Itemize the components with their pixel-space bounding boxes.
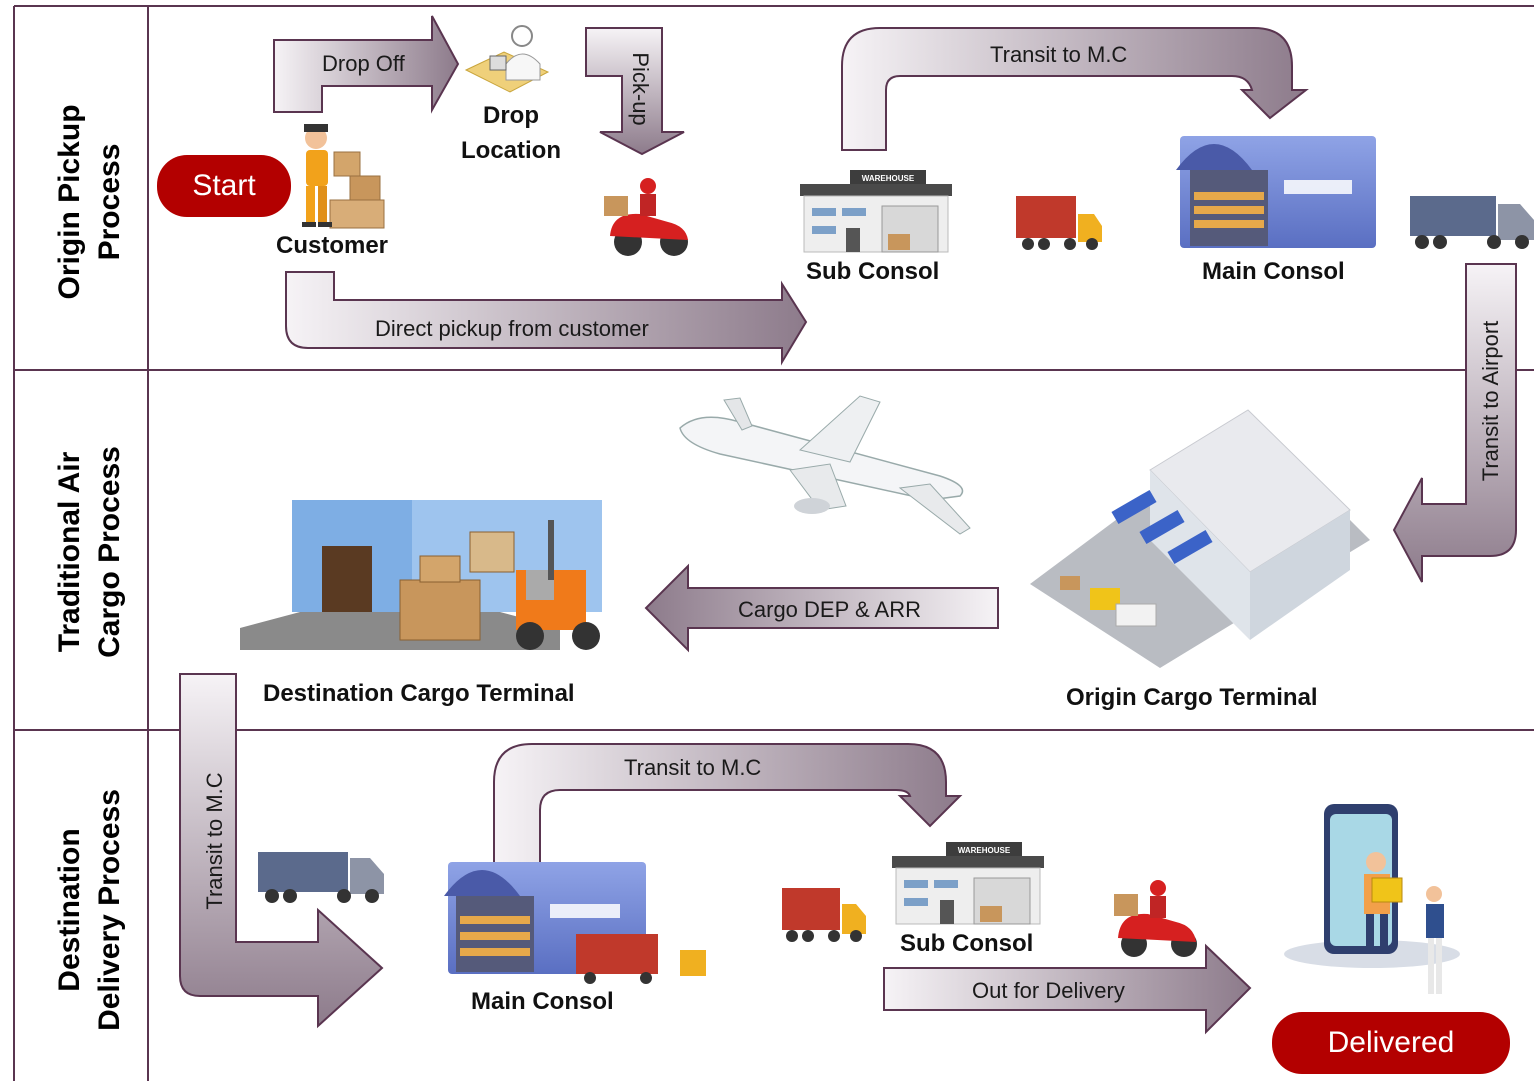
cargo-dep-arr-arrow <box>644 563 999 653</box>
warehouse-sign-text: WAREHOUSE <box>958 846 1011 855</box>
out-for-delivery-arrow-label: Out for Delivery <box>972 978 1125 1003</box>
lane-title-destination: Destination Delivery Process <box>50 730 130 1090</box>
lane-title-origin-line1: Origin Pickup <box>53 104 86 300</box>
lane-title-air: Traditional Air Cargo Process <box>50 372 130 732</box>
customer-label: Customer <box>276 232 389 259</box>
lane-title-air-line2: Cargo Process <box>93 446 126 658</box>
transit-mc-left-arrow-label: Transit to M.C <box>202 772 227 910</box>
lane-title-air-line1: Traditional Air <box>53 451 86 653</box>
scooter-icon <box>604 178 688 256</box>
origin-cargo-terminal-label: Origin Cargo Terminal <box>1066 684 1318 711</box>
sub-consol-dest-label: Sub Consol <box>900 930 1034 957</box>
drop-off-arrow <box>273 15 460 114</box>
main-consol-dest-icon <box>444 862 706 984</box>
origin-cargo-terminal-icon <box>1030 409 1370 668</box>
scooter-bottom-icon <box>1114 880 1197 957</box>
sub-consol-origin-icon: WAREHOUSE <box>800 170 952 253</box>
direct-pickup-arrow <box>285 271 808 366</box>
lane-title-origin: Origin Pickup Process <box>50 22 130 382</box>
drop-location-icon <box>464 25 550 93</box>
main-consol-dest-label: Main Consol <box>471 988 614 1015</box>
main-consol-origin-label: Main Consol <box>1202 258 1345 285</box>
transit-airport-arrow-label: Transit to Airport <box>1478 320 1503 482</box>
cargo-dep-arr-arrow-label: Cargo DEP & ARR <box>738 597 922 622</box>
warehouse-sign-text: WAREHOUSE <box>862 174 915 183</box>
transit-mc-bottom-arrow <box>493 743 963 867</box>
transit-airport-arrow <box>1392 263 1517 583</box>
transit-mc-left-arrow <box>179 673 384 1029</box>
transit-mc-top-arrow-label: Transit to M.C <box>990 42 1128 67</box>
drop-off-arrow-label: Drop Off <box>322 51 405 76</box>
red-truck-top-icon <box>1016 196 1102 250</box>
lane-title-dest-line1: Destination <box>53 828 86 992</box>
blue-truck-bottom-icon <box>258 852 384 903</box>
start-pill[interactable]: Start <box>157 155 291 217</box>
destination-cargo-terminal-label: Destination Cargo Terminal <box>263 680 575 707</box>
drop-location-label-1: Drop <box>483 102 539 129</box>
red-truck-bottom-icon <box>782 888 866 942</box>
transit-mc-bottom-arrow-label: Transit to M.C <box>624 755 762 780</box>
blue-truck-top-icon <box>1410 196 1534 249</box>
sub-consol-dest-icon: WAREHOUSE <box>892 842 1044 925</box>
lane-grid <box>13 5 1534 1081</box>
delivery-phone-icon <box>1284 804 1460 994</box>
direct-pickup-arrow-label: Direct pickup from customer <box>375 316 649 341</box>
airplane-icon <box>679 395 971 535</box>
lane-title-dest-line2: Delivery Process <box>93 789 126 1031</box>
main-consol-origin-icon <box>1176 136 1376 248</box>
out-for-delivery-arrow <box>883 943 1252 1035</box>
lane-title-origin-line2: Process <box>93 143 126 261</box>
customer-icon <box>302 124 385 229</box>
pick-up-arrow <box>585 27 685 156</box>
drop-location-label-2: Location <box>461 137 561 164</box>
delivered-pill[interactable]: Delivered <box>1272 1012 1510 1074</box>
transit-mc-top-arrow <box>841 27 1309 151</box>
sub-consol-origin-label: Sub Consol <box>806 258 940 285</box>
destination-cargo-terminal-icon <box>240 500 602 650</box>
pick-up-arrow-label: Pick-up <box>628 52 653 126</box>
